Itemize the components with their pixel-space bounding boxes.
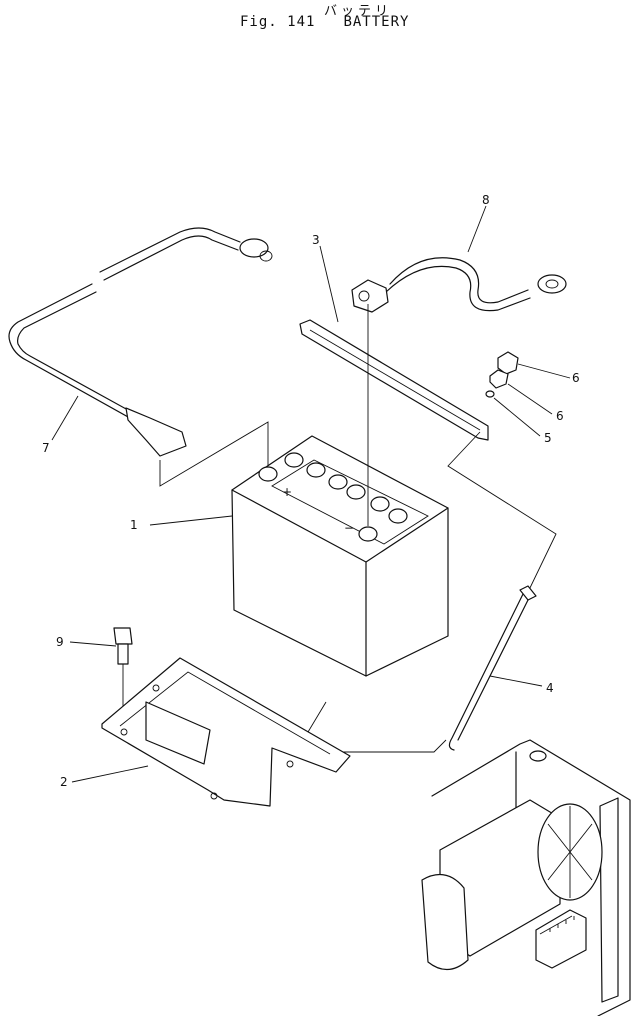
positive-cable — [351, 257, 567, 313]
callout-1: 1 — [130, 518, 138, 532]
ground-cable — [8, 227, 273, 457]
hold-down-bar — [299, 319, 489, 441]
figure-number: Fig. 141 — [240, 14, 316, 30]
callout-3: 3 — [312, 233, 320, 247]
assembly-line-rod — [447, 431, 557, 593]
callout-9: 9 — [56, 635, 64, 649]
battery-tray — [101, 657, 351, 807]
callout-6-top: 6 — [572, 371, 580, 385]
nuts-and-washer — [485, 351, 519, 398]
machine-frame — [421, 739, 631, 1016]
battery: + − — [231, 435, 449, 677]
callout-4: 4 — [546, 681, 554, 695]
callout-8: 8 — [482, 193, 490, 207]
callout-2: 2 — [60, 775, 68, 789]
assembly-line-tray — [295, 701, 447, 753]
title-english-line: Fig. 141 BATTERY — [240, 14, 409, 30]
callout-5: 5 — [544, 431, 552, 445]
assembly-line-ground — [159, 421, 269, 487]
leader-lines — [51, 205, 571, 783]
title-japanese: バッテリ — [324, 4, 393, 19]
callout-7: 7 — [42, 441, 50, 455]
negative-mark: − — [344, 521, 354, 535]
figure-title: バッテリ Fig. 141 BATTERY — [0, 0, 641, 40]
hold-down-rod — [448, 585, 537, 751]
figure-title-en: BATTERY — [343, 14, 410, 30]
callout-6-bottom: 6 — [556, 409, 564, 423]
positive-mark: + — [282, 485, 292, 499]
